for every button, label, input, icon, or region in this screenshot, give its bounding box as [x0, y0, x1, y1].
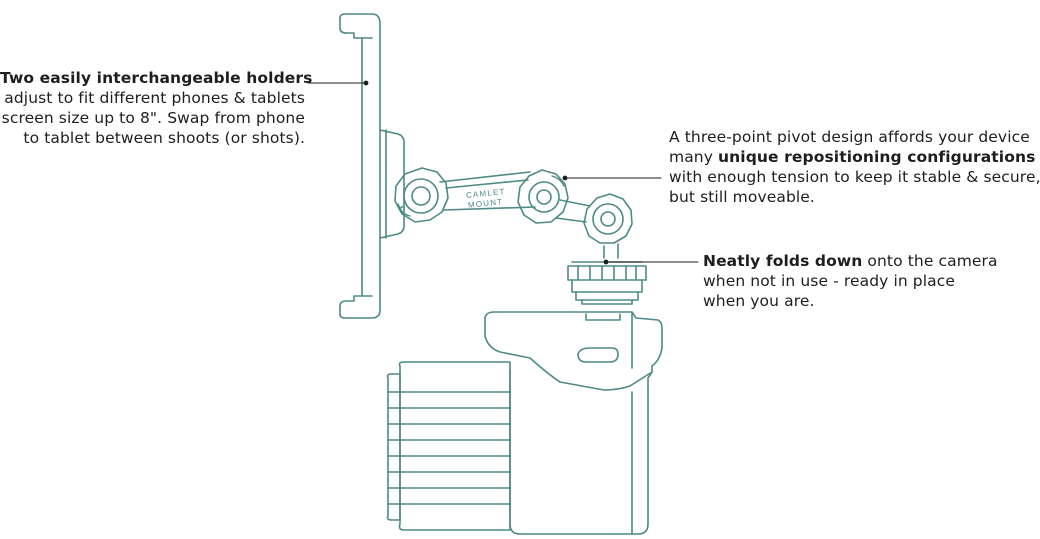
holders-annotation: Two easily interchangeable holders adjus…	[0, 68, 312, 148]
lower-arm	[555, 199, 591, 223]
fold-leader-dot	[603, 259, 609, 265]
device-holder	[339, 13, 405, 319]
base-collar	[567, 261, 647, 305]
holders-leader-dot	[363, 80, 369, 86]
fold-line-1: Neatly folds down onto the camera	[703, 251, 1033, 271]
arm-logo-line2: MOUNT	[468, 197, 504, 210]
camera-body	[484, 311, 663, 535]
holders-headline: Two easily interchangeable holders	[0, 69, 313, 87]
fold-line-1-suffix: onto the camera	[862, 252, 998, 270]
fold-headline: Neatly folds down	[703, 252, 863, 270]
pivot-line-3: with enough tension to keep it stable & …	[669, 168, 1040, 186]
pivot-arm: CAMLET MOUNT	[439, 171, 536, 211]
holders-line-2: screen size up to 8". Swap from phone	[1, 109, 305, 127]
arm-logo-line1: CAMLET	[466, 187, 506, 200]
camera-lens	[386, 361, 511, 531]
leader-lines	[307, 80, 699, 265]
middle-pivot-knob	[517, 169, 569, 224]
pivot-leader-dot	[562, 175, 568, 181]
pivot-line-2-suffix: -	[1035, 148, 1040, 166]
pivot-highlight: unique repositioning configurations	[718, 148, 1036, 166]
fold-line-2: when not in use - ready in place	[703, 272, 956, 290]
pivot-line-2-prefix: many	[669, 148, 719, 166]
pivot-annotation: A three-point pivot design affords your …	[669, 127, 1040, 207]
pivot-line-2: many unique repositioning configurations…	[669, 147, 1040, 167]
holders-line-1: adjust to fit different phones & tablets	[4, 89, 305, 107]
holders-line-3: to tablet between shoots (or shots).	[23, 129, 305, 147]
left-pivot-knob	[394, 167, 449, 223]
pivot-line-1: A three-point pivot design affords your …	[669, 128, 1030, 146]
pivot-line-4: but still moveable.	[669, 188, 815, 206]
right-pivot-knob	[583, 193, 633, 259]
fold-annotation: Neatly folds down onto the camera when n…	[703, 251, 1033, 311]
fold-line-3: when you are.	[703, 292, 815, 310]
